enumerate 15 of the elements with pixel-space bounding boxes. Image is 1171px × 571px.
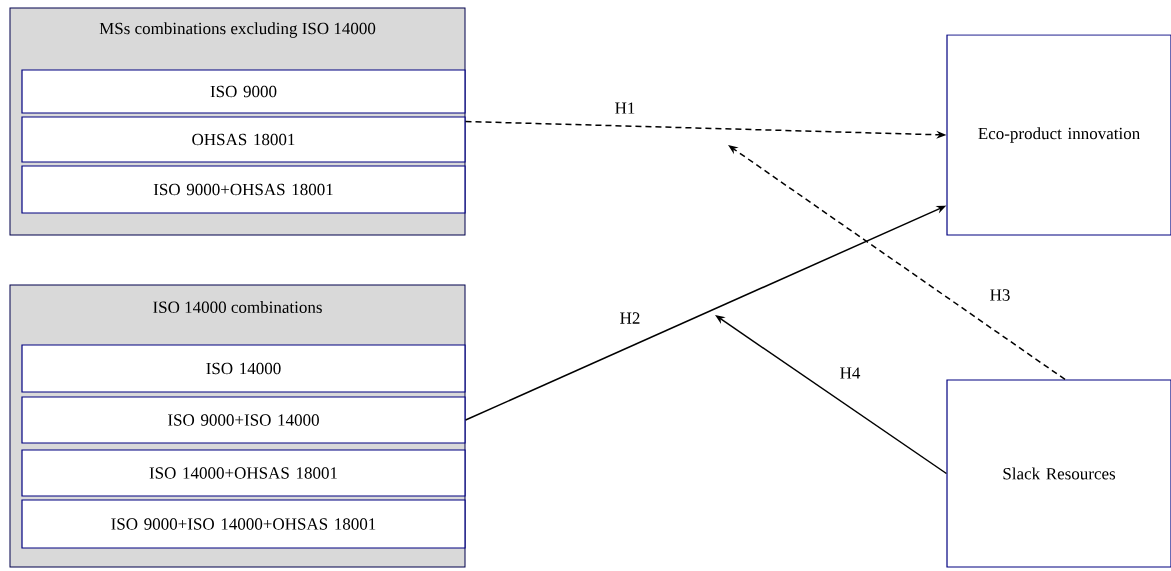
arrow [728,145,1066,381]
concept-box: Slack Resources [946,379,1171,568]
item-box: ISO 9000+ISO 14000 [21,396,466,444]
item-box: ISO 9000+OHSAS 18001 [21,165,466,214]
item-box: ISO 14000 [21,344,466,393]
arrow [715,315,948,475]
item-box: ISO 14000+OHSAS 18001 [21,449,466,497]
edge-label: H4 [838,366,862,380]
item-box: ISO 9000+ISO 14000+OHSAS 18001 [21,499,466,549]
concept-box: Eco-product innovation [946,34,1171,236]
edge-label: H1 [613,101,637,115]
item-box: ISO 9000 [21,69,466,114]
edge-label: H3 [988,288,1012,302]
edge-label: H2 [618,311,642,325]
item-box: OHSAS 18001 [21,116,466,163]
